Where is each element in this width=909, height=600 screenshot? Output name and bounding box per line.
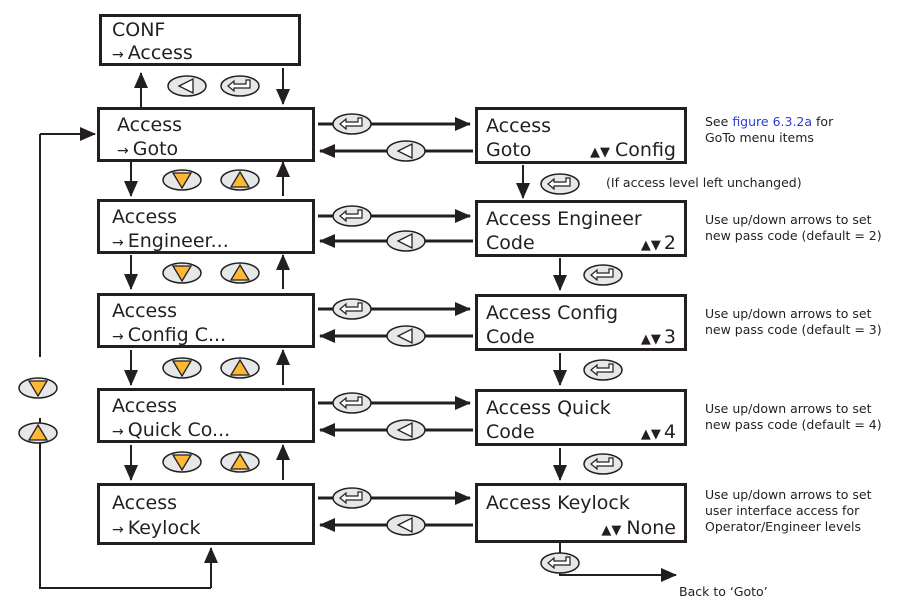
access-quick-display: Access →Quick Co... — [97, 388, 315, 443]
config-note: Use up/down arrows to set new pass code … — [705, 306, 882, 338]
display-line2: →Goto — [117, 138, 178, 162]
display-line2: Goto — [486, 139, 532, 161]
engineer-code-display: Access Engineer Code ▲▼2 — [475, 200, 687, 257]
right-arrow-icon: → — [117, 143, 129, 159]
note-text: GoTo menu items — [705, 130, 814, 145]
note-text: new pass code (default = 2) — [705, 228, 882, 243]
display-line1: Access — [112, 395, 178, 417]
display-line1: Access — [117, 114, 183, 136]
display-line2: →Quick Co... — [112, 419, 230, 443]
up-down-value-icon: ▲▼ — [640, 332, 661, 347]
display-line2: Code — [486, 232, 535, 254]
display-line2: Code — [486, 326, 535, 348]
display-line1: Access — [112, 206, 178, 228]
value-text: Config — [615, 139, 676, 161]
note-text: Use up/down arrows to set — [705, 487, 872, 502]
note-text: for — [816, 114, 834, 129]
value-text: 2 — [663, 232, 676, 254]
display-line2-text: Engineer... — [127, 230, 229, 252]
access-goto-display: Access →Goto — [97, 107, 315, 162]
display-line2-text: Access — [127, 42, 193, 64]
display-line1: Access — [112, 300, 178, 322]
goto-note: See figure 6.3.2a for GoTo menu items — [705, 114, 833, 146]
display-line2-text: Goto — [132, 138, 179, 160]
note-text: new pass code (default = 4) — [705, 417, 882, 432]
display-value: ▲▼ None — [601, 517, 676, 542]
display-line1: CONF — [112, 19, 166, 41]
display-line1: Access Quick — [486, 397, 611, 419]
display-value: ▲▼2 — [641, 232, 676, 257]
keylock-display: Access Keylock ▲▼ None — [475, 483, 687, 543]
display-line1: Access Config — [486, 302, 619, 324]
back-to-goto-note: Back to ‘Goto’ — [679, 584, 768, 599]
display-line1: Access Keylock — [486, 492, 630, 514]
display-value: ▲▼3 — [641, 326, 676, 351]
goto-config-display: Access Goto ▲▼ Config — [475, 107, 687, 164]
note-text: Use up/down arrows to set — [705, 212, 872, 227]
unchanged-note: (If access level left unchanged) — [606, 175, 802, 190]
note-text: user interface access for — [705, 503, 860, 518]
display-line2-text: Quick Co... — [127, 419, 231, 441]
note-text: See — [705, 114, 729, 129]
right-arrow-icon: → — [112, 522, 124, 538]
right-arrow-icon: → — [112, 329, 124, 345]
right-arrow-icon: → — [112, 424, 124, 440]
display-line2: →Engineer... — [112, 230, 229, 254]
up-down-value-icon: ▲▼ — [601, 523, 622, 538]
up-down-value-icon: ▲▼ — [640, 238, 661, 253]
display-line1: Access — [486, 115, 552, 137]
display-line1: Access Engineer — [486, 208, 642, 230]
keylock-note: Use up/down arrows to set user interface… — [705, 487, 872, 535]
engineer-note: Use up/down arrows to set new pass code … — [705, 212, 882, 244]
value-text: 3 — [663, 326, 676, 348]
access-keylock-display: Access →Keylock — [97, 483, 315, 545]
right-arrow-icon: → — [112, 47, 124, 63]
note-text: Operator/Engineer levels — [705, 519, 862, 534]
display-value: ▲▼4 — [641, 421, 676, 446]
display-line2-text: Config C... — [127, 324, 227, 346]
note-text: Use up/down arrows to set — [705, 306, 872, 321]
display-line2-text: Keylock — [127, 517, 201, 539]
note-text: new pass code (default = 3) — [705, 322, 882, 337]
quick-code-display: Access Quick Code ▲▼4 — [475, 389, 687, 446]
display-line2: →Config C... — [112, 324, 226, 348]
up-down-value-icon: ▲▼ — [590, 145, 611, 160]
value-text: None — [626, 517, 676, 539]
figure-link[interactable]: figure 6.3.2a — [732, 114, 813, 129]
value-text: 4 — [663, 421, 676, 443]
display-value: ▲▼ Config — [590, 139, 676, 164]
display-line2: Code — [486, 421, 535, 443]
config-code-display: Access Config Code ▲▼3 — [475, 294, 687, 351]
note-text: Use up/down arrows to set — [705, 401, 872, 416]
display-line1: Access — [112, 492, 178, 514]
display-line2: →Access — [112, 42, 193, 66]
right-arrow-icon: → — [112, 235, 124, 251]
access-config-display: Access →Config C... — [97, 293, 315, 348]
quick-note: Use up/down arrows to set new pass code … — [705, 401, 882, 433]
conf-access-display: CONF →Access — [99, 14, 301, 66]
access-engineer-display: Access →Engineer... — [97, 199, 315, 254]
up-down-value-icon: ▲▼ — [640, 427, 661, 442]
display-line2: →Keylock — [112, 517, 201, 541]
